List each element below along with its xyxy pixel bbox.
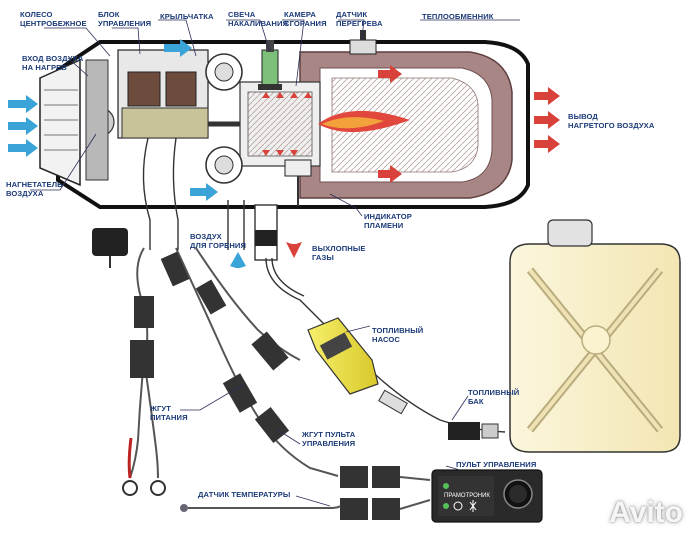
air-flow-arrow-bottom bbox=[190, 183, 218, 201]
air-out-arrow-3 bbox=[534, 135, 560, 153]
air-combustion-arrow bbox=[230, 252, 246, 268]
label-temp-sensor: ДАТЧИК ТЕМПЕРАТУРЫ bbox=[198, 490, 291, 499]
air-out-arrow-1 bbox=[534, 87, 560, 105]
panel-brand-text: ПРАМОТРОНИК bbox=[444, 493, 490, 499]
air-in-arrow-2 bbox=[8, 117, 38, 135]
exhaust-pipe bbox=[254, 204, 278, 261]
panel-led-bottom bbox=[443, 503, 449, 509]
label-impeller-wheel: КРЫЛЬЧАТКА bbox=[160, 12, 214, 21]
hot-flow-arrow-1 bbox=[378, 65, 402, 83]
air-in-arrow-1 bbox=[8, 95, 38, 113]
fuel-pump bbox=[307, 317, 379, 395]
label-control-panel: ПУЛЬТ УПРАВЛЕНИЯ bbox=[456, 460, 537, 469]
combustion-chamber bbox=[239, 81, 410, 167]
temperature-sensor bbox=[180, 504, 341, 512]
control-panel: ПРАМОТРОНИК bbox=[431, 469, 543, 523]
hot-air-arrows bbox=[286, 65, 560, 258]
cold-air-arrows bbox=[8, 39, 246, 268]
impeller-wheel bbox=[205, 53, 243, 184]
overheat-sensor bbox=[349, 30, 377, 55]
leader-lines bbox=[30, 19, 520, 507]
air-out-arrow-2 bbox=[534, 111, 560, 129]
power-harness bbox=[92, 228, 166, 496]
flame-indicator bbox=[284, 159, 312, 206]
glow-plug bbox=[258, 40, 282, 90]
hot-flow-arrow-2 bbox=[378, 165, 402, 183]
exhaust-arrow bbox=[286, 242, 302, 258]
combustion-air-pipe bbox=[142, 137, 245, 250]
flame-icon bbox=[318, 110, 410, 133]
label-heat-exchanger: ТЕПЛООБМЕННИК bbox=[422, 12, 494, 21]
flake-icon bbox=[469, 500, 477, 512]
watermark-logo: Avito bbox=[609, 496, 683, 529]
control-panel-harness bbox=[160, 247, 431, 520]
control-unit-block bbox=[85, 49, 240, 181]
fuel-filter bbox=[378, 389, 499, 440]
panel-led-top bbox=[443, 483, 449, 489]
fan-icon bbox=[453, 501, 463, 511]
knob-icon bbox=[503, 479, 533, 509]
heat-exchanger bbox=[299, 51, 513, 199]
air-flow-arrow-top bbox=[164, 39, 192, 57]
air-in-arrow-3 bbox=[8, 139, 38, 157]
fuel-tank bbox=[509, 219, 681, 453]
